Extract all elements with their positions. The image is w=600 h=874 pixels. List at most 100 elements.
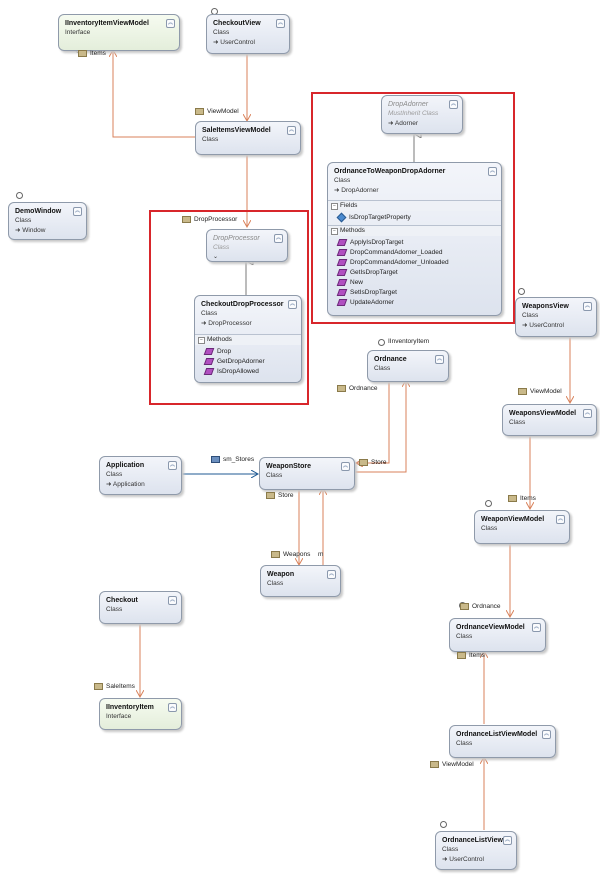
- association-label: Ordnance: [337, 385, 378, 392]
- chevron-up-icon[interactable]: ︽: [435, 355, 444, 364]
- class-base: ➜ UserControl: [442, 856, 484, 863]
- class-base: ➜ Window: [15, 227, 46, 234]
- association-label: DropProcessor: [182, 216, 237, 223]
- class-kind: Class: [456, 633, 473, 640]
- class-iinventoryitemviewmodel[interactable]: IInventoryItemViewModel Interface ︽: [58, 14, 180, 51]
- chevron-up-icon[interactable]: ︽: [276, 19, 285, 28]
- property-icon: [94, 683, 103, 690]
- methods-section[interactable]: − Methods: [195, 334, 301, 345]
- method-icon: [203, 348, 215, 355]
- class-saleitemsviewmodel[interactable]: SaleItemsViewModel Class ︽: [195, 121, 301, 155]
- chevron-up-icon[interactable]: ︽: [274, 234, 283, 243]
- association-label: Items: [457, 652, 485, 659]
- section-label: Methods: [207, 336, 232, 343]
- chevron-up-icon[interactable]: ︽: [168, 596, 177, 605]
- class-weaponsviewmodel[interactable]: WeaponsViewModel Class ︽: [502, 404, 597, 436]
- lollipop-interface-icon: [16, 192, 23, 199]
- class-ordnance[interactable]: Ordnance Class ︽: [367, 350, 449, 382]
- chevron-up-icon[interactable]: ︽: [168, 703, 177, 712]
- methods-section[interactable]: − Methods: [328, 225, 501, 236]
- assoc-items-1: [113, 50, 196, 138]
- property-icon: [195, 108, 204, 115]
- chevron-up-icon[interactable]: ︽: [542, 730, 551, 739]
- class-title: Checkout: [106, 597, 138, 604]
- association-label: ViewModel: [195, 108, 239, 115]
- class-kind: Class: [456, 740, 473, 747]
- class-base: ➜ DropAdorner: [334, 187, 379, 194]
- class-base: ➜ UserControl: [522, 322, 564, 329]
- method-icon: [203, 358, 215, 365]
- class-title: Ordnance: [374, 356, 407, 363]
- method-icon: [336, 299, 348, 306]
- class-title: WeaponViewModel: [481, 516, 545, 523]
- chevron-up-icon[interactable]: ︽: [583, 409, 592, 418]
- class-ordnancelistview[interactable]: OrdnanceListView Class ➜ UserControl ︽: [435, 831, 517, 870]
- class-ordnancelistviewmodel[interactable]: OrdnanceListViewModel Class ︽: [449, 725, 556, 758]
- property-icon: [182, 216, 191, 223]
- class-kind: Class: [481, 525, 498, 532]
- collapse-icon[interactable]: −: [331, 228, 338, 235]
- method-item: IsDropAllowed: [203, 368, 259, 375]
- class-kind: Class: [106, 471, 123, 478]
- class-iinventoryitem[interactable]: IInventoryItem Interface ︽: [99, 698, 182, 730]
- class-checkoutview[interactable]: CheckoutView Class ➜ UserControl ︽: [206, 14, 290, 54]
- chevron-up-icon[interactable]: ︽: [583, 302, 592, 311]
- class-application[interactable]: Application Class ➜ Application ︽: [99, 456, 182, 495]
- class-dropprocessor[interactable]: DropProcessor Class ⌄ ︽: [206, 229, 288, 262]
- chevron-up-icon[interactable]: ︽: [73, 207, 82, 216]
- class-kind: Class: [522, 312, 539, 319]
- class-ordnancetoweapondropadorner[interactable]: OrdnanceToWeaponDropAdorner Class ➜ Drop…: [327, 162, 502, 316]
- fields-section[interactable]: − Fields: [328, 200, 501, 211]
- class-title: IInventoryItem: [106, 704, 154, 711]
- class-title: OrdnanceListView: [442, 837, 503, 844]
- class-kind: Class: [334, 177, 351, 184]
- lollipop-interface-icon: [518, 288, 525, 295]
- method-icon: [336, 269, 348, 276]
- class-kind: Class: [442, 846, 459, 853]
- class-ordnanceviewmodel[interactable]: OrdnanceViewModel Class ︽: [449, 618, 546, 652]
- lollipop-label: IInventoryItem: [388, 338, 430, 345]
- chevron-up-icon[interactable]: ︽: [556, 515, 565, 524]
- chevron-up-icon[interactable]: ︽: [168, 461, 177, 470]
- class-checkoutdropprocessor[interactable]: CheckoutDropProcessor Class ➜ DropProces…: [194, 295, 302, 383]
- class-weaponstore[interactable]: WeaponStore Class ︽: [259, 457, 355, 490]
- chevron-up-icon[interactable]: ︽: [488, 167, 497, 176]
- class-title: DemoWindow: [15, 208, 62, 215]
- method-item: GetDropAdorner: [203, 358, 265, 365]
- chevron-up-icon[interactable]: ︽: [287, 126, 296, 135]
- class-kind: Class: [266, 472, 283, 479]
- collapse-icon[interactable]: −: [331, 203, 338, 210]
- method-icon: [336, 259, 348, 266]
- property-icon: [460, 603, 469, 610]
- chevron-up-icon[interactable]: ︽: [341, 462, 350, 471]
- chevron-up-icon[interactable]: ︽: [327, 570, 336, 579]
- class-kind: Class: [106, 606, 123, 613]
- method-item: Drop: [203, 348, 231, 355]
- highlight-drop-processor: [149, 210, 309, 405]
- property-icon: [430, 761, 439, 768]
- method-item: SetIsDropTarget: [336, 289, 397, 296]
- class-title: DropAdorner: [388, 101, 429, 108]
- class-kind: Class: [213, 244, 230, 251]
- class-demowindow[interactable]: DemoWindow Class ➜ Window ︽: [8, 202, 87, 240]
- association-label: Store: [359, 459, 387, 466]
- class-dropadorner[interactable]: DropAdorner MustInherit Class ➜ Adorner …: [381, 95, 463, 134]
- class-title: DropProcessor: [213, 235, 260, 242]
- class-weaponsview[interactable]: WeaponsView Class ➜ UserControl ︽: [515, 297, 597, 337]
- class-weaponviewmodel[interactable]: WeaponViewModel Class ︽: [474, 510, 570, 544]
- association-label: m: [318, 551, 324, 558]
- chevron-up-icon[interactable]: ︽: [532, 623, 541, 632]
- class-title: WeaponStore: [266, 463, 311, 470]
- chevron-up-icon[interactable]: ︽: [503, 836, 512, 845]
- chevron-up-icon[interactable]: ︽: [288, 300, 297, 309]
- property-icon: [271, 551, 280, 558]
- method-icon: [336, 239, 348, 246]
- chevron-up-icon[interactable]: ︽: [449, 100, 458, 109]
- class-checkout[interactable]: Checkout Class ︽: [99, 591, 182, 624]
- class-title: Application: [106, 462, 145, 469]
- association-label: sm_Stores: [211, 456, 254, 463]
- collapse-icon[interactable]: −: [198, 337, 205, 344]
- class-title: OrdnanceToWeaponDropAdorner: [334, 168, 446, 175]
- chevron-up-icon[interactable]: ︽: [166, 19, 175, 28]
- class-weapon[interactable]: Weapon Class ︽: [260, 565, 341, 597]
